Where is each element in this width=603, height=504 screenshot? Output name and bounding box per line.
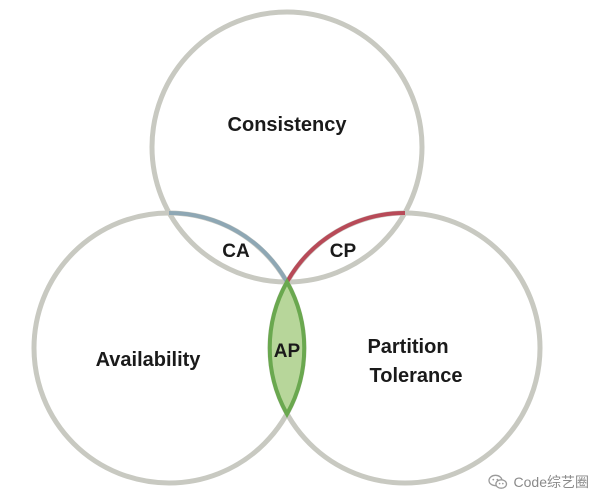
consistency-label: Consistency: [228, 114, 348, 136]
cp-region: [285, 210, 406, 283]
wechat-icon: [487, 474, 507, 489]
watermark-text: Code综艺圈: [513, 474, 589, 490]
ca-label: CA: [222, 241, 250, 262]
ap-label: AP: [274, 341, 301, 362]
cp-label: CP: [330, 241, 357, 262]
partition-label-line1: Partition: [367, 336, 448, 358]
partition-label-line2: Tolerance: [370, 365, 463, 387]
ca-region: [168, 210, 289, 283]
watermark: Code综艺圈: [487, 472, 589, 492]
availability-label: Availability: [96, 349, 202, 371]
consistency-circle: [149, 9, 425, 285]
ap-region: [267, 277, 307, 419]
